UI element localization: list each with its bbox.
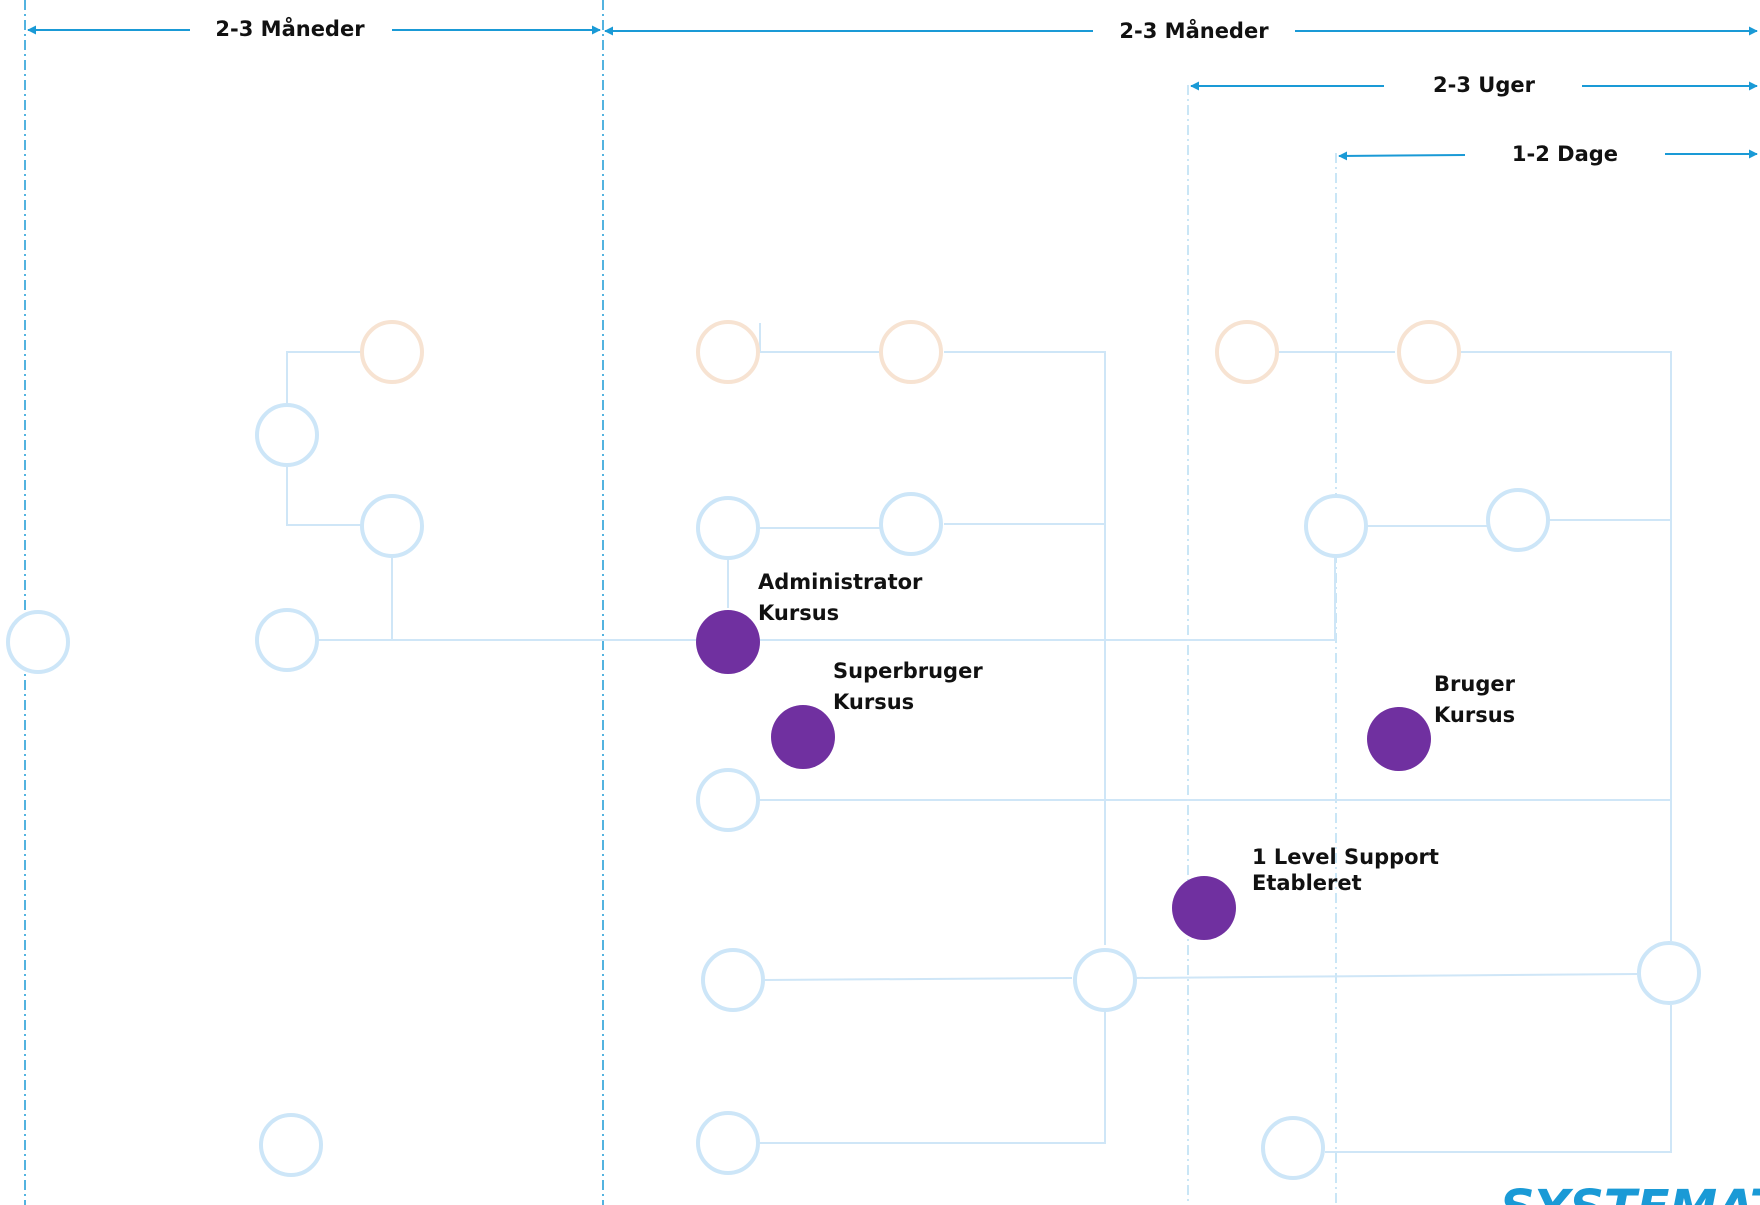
milestone-superuser-line1: Superbruger: [833, 659, 983, 683]
phase2-duration-label: 2-3 Måneder: [1119, 19, 1269, 43]
milestone-admin-line1: Administrator: [758, 570, 923, 594]
network-node: [360, 494, 424, 558]
milestone-support-line2: Etableret: [1252, 871, 1362, 895]
milestone-user-line1: Bruger: [1434, 672, 1515, 696]
weeks-duration-label: 2-3 Uger: [1433, 73, 1535, 97]
network-node: [701, 948, 765, 1012]
network-node: [696, 1111, 760, 1175]
network-node: [360, 320, 424, 384]
milestone-admin-dot: [696, 610, 760, 674]
milestone-markers: [696, 610, 1431, 940]
milestone-superuser-dot: [771, 705, 835, 769]
milestone-superuser-label: Superbruger Kursus: [833, 656, 983, 718]
milestone-admin-line2: Kursus: [758, 601, 840, 625]
days-arrow-left: [1338, 151, 1466, 161]
network-node: [255, 403, 319, 467]
milestone-user-label: Bruger Kursus: [1434, 669, 1515, 731]
milestone-user-dot: [1367, 707, 1431, 771]
network-node: [255, 608, 319, 672]
network-node: [1486, 488, 1550, 552]
network-node: [1261, 1116, 1325, 1180]
network-nodes: [6, 320, 1701, 1180]
network-node: [6, 610, 70, 674]
network-node: [1397, 320, 1461, 384]
milestone-support-line1: 1 Level Support: [1252, 845, 1439, 869]
days-duration-label: 1-2 Dage: [1511, 142, 1619, 166]
systematic-logo: SYSTEMATIC: [1500, 1180, 1760, 1205]
network-node: [1304, 494, 1368, 558]
network-node: [1215, 320, 1279, 384]
phase-dividers: [24, 0, 1337, 1205]
milestone-admin-label: Administrator Kursus: [758, 567, 922, 629]
network-node: [1073, 948, 1137, 1012]
network-node: [879, 492, 943, 556]
network-node: [696, 320, 760, 384]
network-connectors: [286, 323, 1672, 1153]
network-node: [1637, 941, 1701, 1005]
milestone-superuser-line2: Kursus: [833, 690, 915, 714]
network-node: [259, 1113, 323, 1177]
milestone-user-line2: Kursus: [1434, 703, 1516, 727]
phase1-duration-label: 2-3 Måneder: [215, 17, 365, 41]
milestone-support-label: 1 Level Support Etableret: [1252, 844, 1439, 896]
network-node: [696, 768, 760, 832]
network-node: [879, 320, 943, 384]
milestone-support-dot: [1172, 876, 1236, 940]
duration-arrows: [27, 25, 1758, 161]
network-node: [696, 496, 760, 560]
